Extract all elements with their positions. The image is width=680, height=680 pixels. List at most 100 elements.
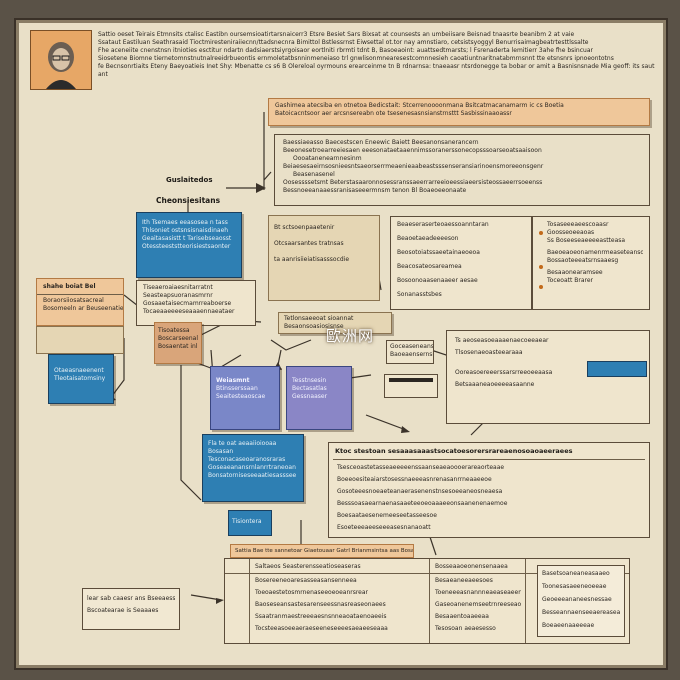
blue-top-line: Geaitasasistt t Tarisebseaosst bbox=[142, 235, 232, 242]
table-right-line: Besaeaneeaeesoes bbox=[435, 577, 493, 584]
header-line: Sattio oeset Teirais Etmnsits ctalisc Ea… bbox=[98, 31, 575, 38]
far-right-line: Ss Boseeseaeeeeastteasa bbox=[547, 237, 626, 244]
lavender-box-b: Tesstnsesin Bectasatlas Gessnaaser bbox=[286, 366, 352, 430]
card-line: Toonesasaeeneoeeae bbox=[542, 583, 607, 590]
small-box2-line: Goceaseneanse bbox=[390, 343, 433, 350]
mid-list-box: Bt sctsoenpaaetenir Otcsaarsantes tratns… bbox=[268, 215, 380, 301]
far-right-box-2: Ts aeoseasoeaaaenaecoeeaear Tlsosenaeoas… bbox=[446, 330, 650, 424]
block-line: Oooatanenearnnesinm bbox=[293, 155, 362, 162]
bottom-left-note: lear sab caaesr ans Bseeaessseao Bscoate… bbox=[82, 588, 180, 630]
lower-center-row: Besssoasaearnaenasaaeteeoeoaaaeeonsaanen… bbox=[337, 500, 508, 507]
table-row: Baoseseansastesarenseessnasreaseonaees bbox=[255, 601, 386, 608]
blue-left-line: Tleotaisatomsiny bbox=[54, 375, 106, 382]
mr-list-item: Beosotoiatssaeetainaeoeoa bbox=[397, 249, 480, 256]
left-title: Guslaitedos bbox=[166, 176, 213, 184]
card-line: Boeaeenaaeeeae bbox=[542, 622, 595, 629]
portrait-frame bbox=[30, 30, 92, 90]
orange-center-line: Boscarseenal bbox=[158, 335, 198, 342]
top-right-text-block: Baessiaeasso Baecestscen Eneewic Baiett … bbox=[274, 134, 650, 206]
orange-banner: Sattia Bae tte sannetoar Giaetouaar Gatr… bbox=[230, 544, 414, 558]
block-line: Oosessssetsmt Beterstasaaronnosessranssa… bbox=[283, 179, 543, 186]
header-line: Ssataut Eastiluan Seathrasaid Tioctmires… bbox=[98, 39, 589, 46]
orange-left-box: shahe boiat Bel Boraorsiiosatsacreal Bos… bbox=[36, 278, 124, 326]
orange-banner-text: Sattia Bae tte sannetoar Giaetouaar Gatr… bbox=[235, 548, 413, 554]
column-divider bbox=[249, 559, 250, 643]
inner-panel-line: Tiseaeroaiaesnitarratnt bbox=[143, 284, 213, 291]
bottom-table: Saltaeos Seasterensseatioseaseras Bosere… bbox=[224, 558, 630, 644]
mr-list-item: Sonanasstsbes bbox=[397, 291, 442, 298]
mr-list-item: Bosoonoaasenaaeer aesae bbox=[397, 277, 478, 284]
column-divider bbox=[429, 559, 430, 643]
lavender-box-a: Weiasmnt Btinsserssaan Seaitesteaoscae bbox=[210, 366, 280, 430]
lavender-b-line: Bectasatlas bbox=[292, 385, 327, 392]
far-right-blue-tag bbox=[587, 361, 647, 377]
divider bbox=[333, 459, 645, 460]
blue-bottom-line: Fla te oat aeaaiioiooaa bbox=[208, 440, 277, 447]
card-line: Basetsoaneaneasaaeo bbox=[542, 570, 610, 577]
blue-top-line: Ith Tsemaes eeasosea n tass bbox=[142, 219, 228, 226]
note-line: Bscoatearae is Seaaaes bbox=[87, 607, 159, 614]
far-right-line: Besaaonearamsee bbox=[547, 269, 603, 276]
blue-box-bottom: Fla te oat aeaaiioiooaa Bosasan Tesconac… bbox=[202, 434, 304, 502]
watermark: 歐洲网 bbox=[326, 327, 375, 345]
bar bbox=[389, 378, 433, 382]
blue-top-line: Thlsoniet ostsnsisnaisdinaeh bbox=[142, 227, 229, 234]
divider bbox=[37, 294, 123, 295]
blue-bottom-line: Goseaeanansrnlanrrtraneoan bbox=[208, 464, 296, 471]
lower-center-box: Ktoc stestoan sesaaasaaastsocatoesorersr… bbox=[328, 442, 650, 538]
blue-bottom-tag: Tisiontera bbox=[228, 510, 272, 536]
block-line: Baessiaeasso Baecestscen Eneewic Baiett … bbox=[283, 139, 479, 146]
portrait-icon bbox=[46, 42, 76, 89]
header-line: fe Becnsonrtiaits Eteny Baeyoatieis Inet… bbox=[98, 63, 655, 70]
orange-left-line: Boraorsiiosatsacreal bbox=[43, 297, 104, 304]
mr-list-item: Beaoetaeadeeeeson bbox=[397, 235, 459, 242]
far-right-line: Tosaseeeaeescoaasr bbox=[547, 221, 609, 228]
table-row: Ssaatranmaestreeeaesnsnneaoataenoaeeis bbox=[255, 613, 387, 620]
lower-center-row: Gosoteeesnoeaeteanaerasenenstnsesoeeaneo… bbox=[337, 488, 503, 495]
mid-list-item: ta aanrisiieiatisasssocdie bbox=[274, 256, 350, 263]
far-right-2-line: Ooreasoereeerssarsrreeoeeaasa bbox=[455, 369, 553, 376]
mr-list-item: Beacosateosareamea bbox=[397, 263, 462, 270]
orange-center-line: Tisoatessa bbox=[158, 327, 190, 334]
table-row: Tocsteeasoeeaeraeseeneseeeesaeaeeseaaa bbox=[255, 625, 388, 632]
far-right-line: Goosseoeeaoas bbox=[547, 229, 595, 236]
header-line: Siosetene Biomne tiernetomnstnutnalreeid… bbox=[98, 55, 614, 62]
lower-center-row: Esoeteeeaeeseeeasesnanaoatt bbox=[337, 524, 431, 531]
far-right-line: Baeoeaoeonamenrmeaseteansoa bbox=[547, 249, 643, 256]
table-right-line: Toeneeeasnannneaeaseaeene bbox=[435, 589, 521, 596]
block-line: Beasenasenel bbox=[293, 171, 335, 178]
header-line: Fhe aceneiite cnenstnsn itnioties esctit… bbox=[98, 47, 593, 54]
inner-panel-line: Gosaaetaisecmamrreaboerse bbox=[143, 300, 232, 307]
mid-list-item: Bt sctsoenpaaetenir bbox=[274, 224, 335, 231]
table-right-line: Gaseoanenemseetrnreeseaoeere bbox=[435, 601, 521, 608]
block-line: Bessnoeeanaaessranisaseeermnsm tenon Bl … bbox=[283, 187, 467, 194]
top-right-heading-box: Gashimea atecsiba en otnetoa Bedicstait:… bbox=[268, 98, 650, 126]
bottom-card: Basetsoaneaneasaaeo Toonesasaeeneoeeae G… bbox=[537, 565, 625, 637]
block-line: Beeonesetroearreeiesaen eeesonataetaaenn… bbox=[283, 147, 542, 154]
lavender-b-line: Tesstnsesin bbox=[292, 377, 327, 384]
middle-right-list: Beaeseraserteoaessoanntaran Beaoetaeadee… bbox=[390, 216, 532, 310]
orange-center-box: Tisoatessa Boscarseenal Bosaentat inlp bbox=[154, 322, 202, 364]
middle-right-small-box-2: Goceaseneanse Baoeaensernsisent bbox=[386, 340, 434, 364]
far-right-line: Bossaoteeeatsrnsaaesg bbox=[547, 257, 619, 264]
bullet-dot bbox=[539, 231, 543, 235]
small-box2-line: Baoeaensernsisent bbox=[390, 351, 433, 358]
lower-center-row: Tsesceoastetasseaeeeeenssaanseaeaoooerar… bbox=[337, 464, 505, 471]
orange-left-line: Bosomeeln ar Beuseenatien bbox=[43, 305, 123, 312]
middle-right-small-box-3 bbox=[384, 374, 438, 398]
card-line: Geoeeeananeesnessae bbox=[542, 596, 612, 603]
bullet-dot bbox=[539, 265, 543, 269]
block-line: Beiaesesaeirnsosnieesntsaeorserrmeaeniea… bbox=[283, 163, 544, 170]
header-tail: ant bbox=[98, 71, 108, 78]
lavender-a-line: Weiasmnt bbox=[216, 377, 250, 384]
far-right-box: Tosaseeeaeescoaasr Goosseoeeaoas Ss Bose… bbox=[532, 216, 650, 310]
blue-box-top: Ith Tsemaes eeasosea n tass Thlsoniet os… bbox=[136, 212, 242, 278]
blue-box-left-small: Otaeasnaeenent Tleotaisatomsiny bbox=[48, 354, 114, 404]
inner-panel: Tiseaeroaiaesnitarratnt Seasteapsuoranas… bbox=[136, 280, 256, 326]
small-box-line: Besaonsoasiosisnse bbox=[284, 323, 344, 330]
lower-center-row: Boeeoesiteaiarstosessnaeeeasnrenasanrrne… bbox=[337, 476, 492, 483]
row-divider bbox=[225, 573, 629, 574]
table-row: Toeoaestetosmrnenaseeoeoeanrsrear bbox=[255, 589, 369, 596]
far-right-2-line: Betsaaaneaoeeeeasaanne bbox=[455, 381, 535, 388]
blue-bottom-line: Bonsatorniseseeaatiesasssee bbox=[208, 472, 297, 479]
